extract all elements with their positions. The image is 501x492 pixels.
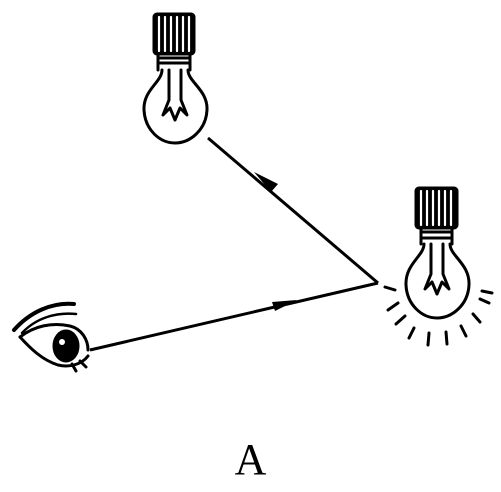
unlit-bulb-icon — [144, 14, 207, 143]
lit-bulb-icon — [385, 188, 492, 345]
ray-eye-to-bulb — [90, 283, 378, 350]
arrowhead-right — [272, 300, 297, 311]
ray-bulb-to-bulb — [208, 138, 378, 283]
eye-icon — [14, 304, 88, 371]
figure-label: A — [0, 436, 501, 484]
